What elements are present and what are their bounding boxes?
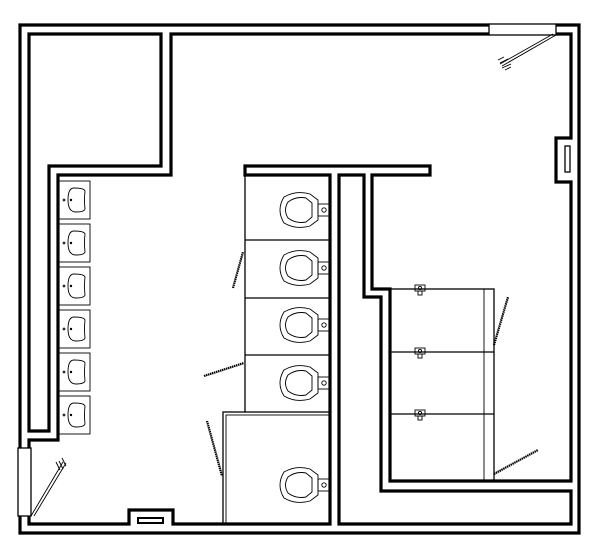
outer-wall-right bbox=[18, 23, 581, 535]
toilet-bowl-icon bbox=[279, 250, 319, 286]
sink-cabinet bbox=[57, 352, 91, 392]
drain-icon bbox=[62, 284, 66, 288]
faucet-icon bbox=[69, 241, 73, 245]
toilet bbox=[279, 192, 330, 228]
urinal bbox=[414, 409, 426, 421]
faucet-icon bbox=[69, 327, 73, 331]
urinal bbox=[414, 284, 426, 296]
partition-wall bbox=[337, 173, 573, 526]
urinal-valve-icon bbox=[417, 353, 423, 359]
sink bbox=[57, 395, 91, 435]
toilet-tank bbox=[317, 376, 330, 390]
urinal-area bbox=[389, 288, 539, 482]
toilet-seat-icon bbox=[285, 370, 313, 396]
faucet-icon bbox=[69, 370, 73, 374]
urinal-drain-icon bbox=[417, 285, 423, 291]
drain-icon bbox=[62, 198, 66, 202]
sink bbox=[57, 180, 91, 220]
urinal-enclosure bbox=[389, 288, 495, 482]
sink bbox=[57, 352, 91, 392]
door-handle-icon bbox=[497, 56, 512, 71]
toilet-bowl-icon bbox=[279, 192, 319, 228]
flush-valve-icon bbox=[321, 380, 327, 386]
sink-basin-icon bbox=[67, 402, 86, 428]
sink bbox=[57, 223, 91, 263]
sink-counter bbox=[57, 180, 91, 435]
sink-cabinet bbox=[57, 180, 91, 220]
toilet bbox=[279, 307, 330, 343]
faucet-icon bbox=[69, 284, 73, 288]
toilet-bowl-icon bbox=[279, 307, 319, 343]
entry-door-left[interactable] bbox=[17, 447, 67, 517]
stall-door[interactable] bbox=[203, 361, 245, 378]
drain-icon bbox=[62, 413, 66, 417]
toilet-seat-icon bbox=[285, 197, 313, 223]
wall-slot-right bbox=[564, 145, 571, 173]
sink-basin-icon bbox=[67, 187, 86, 213]
inner-wall-bottom bbox=[27, 32, 573, 526]
sink bbox=[57, 266, 91, 306]
sink-basin-icon bbox=[67, 316, 86, 342]
sink-cabinet bbox=[57, 309, 91, 349]
sink bbox=[57, 309, 91, 349]
faucet-icon bbox=[69, 198, 73, 202]
urinals bbox=[414, 284, 426, 421]
toilet-tank bbox=[317, 318, 330, 332]
stall-door[interactable] bbox=[205, 420, 224, 477]
toilet-seat-icon bbox=[285, 255, 313, 281]
walls bbox=[18, 23, 581, 535]
toilet bbox=[279, 250, 330, 286]
toilet-seat-icon bbox=[285, 472, 313, 498]
toilet-tank bbox=[317, 478, 330, 492]
toilet bbox=[279, 365, 330, 401]
toilets bbox=[279, 192, 330, 503]
toilet bbox=[279, 467, 330, 503]
sink-basin-icon bbox=[67, 230, 86, 256]
toilet-bowl-icon bbox=[279, 467, 319, 503]
toilet-tank bbox=[317, 261, 330, 275]
flush-valve-icon bbox=[321, 322, 327, 328]
sink-basin-icon bbox=[67, 359, 86, 385]
inner-wall-left bbox=[27, 32, 489, 448]
toilet-bowl-icon bbox=[279, 365, 319, 401]
flush-valve-icon bbox=[321, 265, 327, 271]
wall-pocket bbox=[27, 32, 163, 433]
sink-cabinet bbox=[57, 266, 91, 306]
urinal bbox=[414, 347, 426, 359]
flush-valve-icon bbox=[321, 207, 327, 213]
urinal-drain-icon bbox=[417, 348, 423, 354]
toilet-seat-icon bbox=[285, 312, 313, 338]
faucet-icon bbox=[69, 413, 73, 417]
sink-cabinet bbox=[57, 223, 91, 263]
urinal-valve-icon bbox=[417, 290, 423, 296]
urinal-drain-icon bbox=[417, 410, 423, 416]
toilet-tank bbox=[317, 203, 330, 217]
urinal-valve-icon bbox=[417, 415, 423, 421]
flush-valve-icon bbox=[321, 482, 327, 488]
wall-slot-bottom bbox=[137, 517, 164, 524]
outer-wall bbox=[18, 23, 489, 448]
drain-icon bbox=[62, 241, 66, 245]
toilet-stalls bbox=[203, 175, 331, 525]
entry-door-top[interactable] bbox=[488, 23, 557, 71]
sink-basin-icon bbox=[67, 273, 86, 299]
door-handle-icon bbox=[55, 457, 67, 471]
accessible-stall-inner bbox=[225, 414, 331, 525]
drain-icon bbox=[62, 370, 66, 374]
sink-cabinet bbox=[57, 395, 91, 435]
drain-icon bbox=[62, 327, 66, 331]
